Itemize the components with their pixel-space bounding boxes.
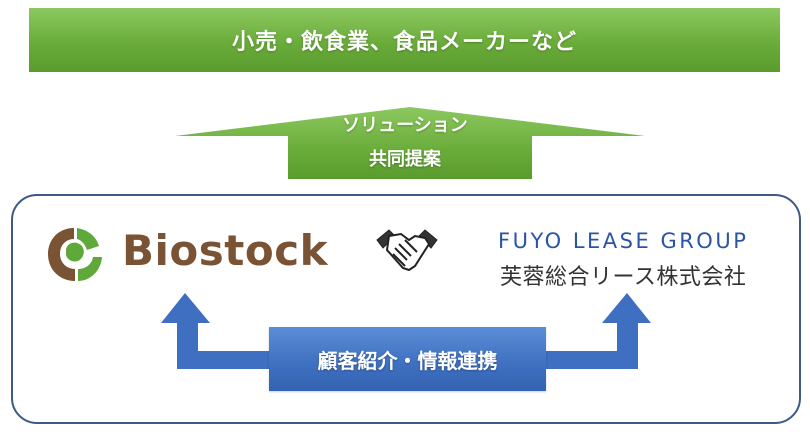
solution-arrow-line1: ソリューション [342,115,468,136]
right-up-arrow [543,293,651,369]
solution-arrow-line2: 共同提案 [369,149,441,170]
left-up-arrow [161,293,272,369]
fuyo-company-name: 芙蓉総合リース株式会社 [500,265,747,290]
fuyo-lease-group-logo: FUYO LEASE GROUP [498,229,749,253]
customer-referral-box: 顧客紹介・情報連携 [269,327,546,391]
solution-arrow [175,107,645,179]
target-customers-banner: 小売・飲食業、食品メーカーなど [29,8,780,72]
biostock-logo-icon [48,228,102,281]
biostock-wordmark: Biostock [122,226,329,275]
banner-label: 小売・飲食業、食品メーカーなど [231,30,577,55]
customer-referral-label: 顧客紹介・情報連携 [317,348,498,373]
handshake-icon [376,229,438,272]
